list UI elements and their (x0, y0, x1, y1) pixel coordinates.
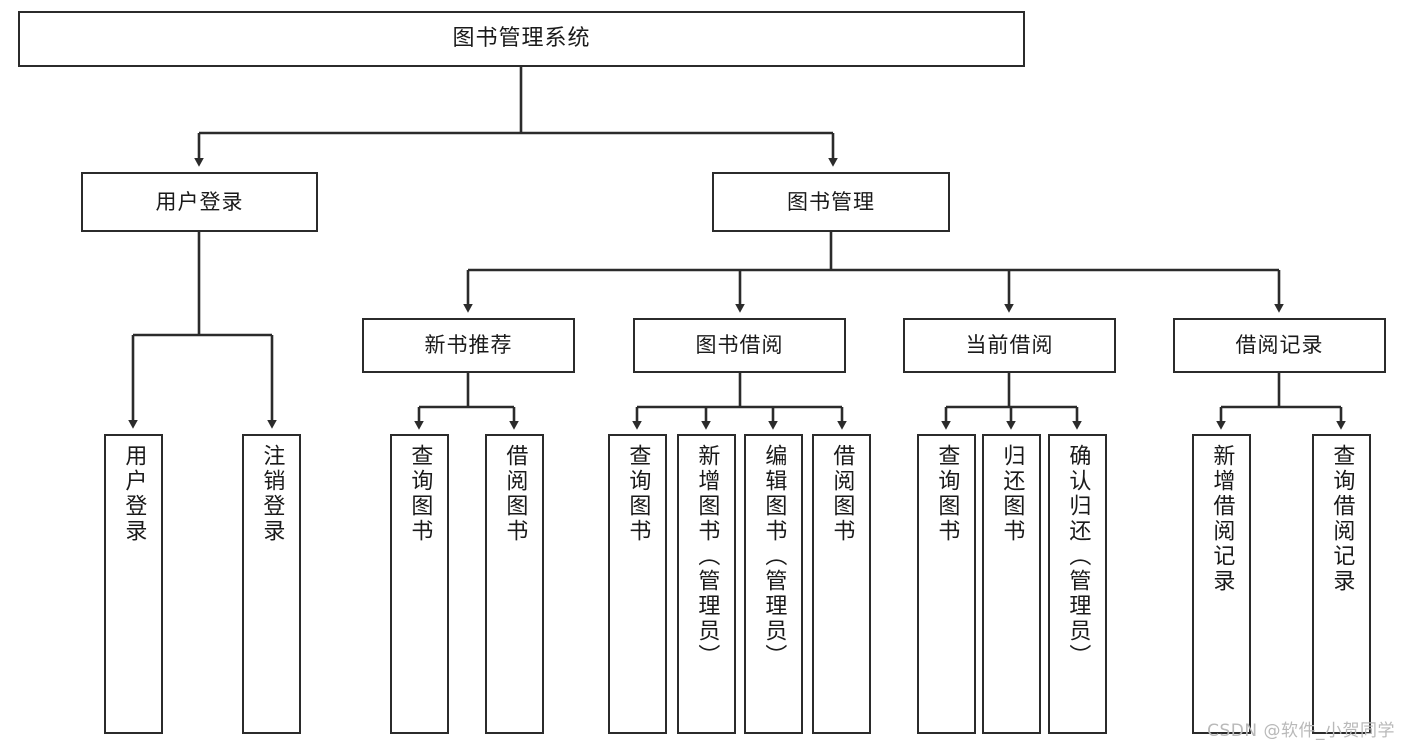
node-leaf-add-book[interactable]: 新增图书（管理员） (677, 434, 736, 734)
node-leaf-query-book-3[interactable]: 查询图书 (917, 434, 976, 734)
node-leaf-return-book[interactable]: 归还图书 (982, 434, 1041, 734)
node-label: 注销登录 (259, 444, 285, 544)
node-leaf-edit-book[interactable]: 编辑图书（管理员） (744, 434, 803, 734)
node-label: 查询图书 (934, 444, 960, 544)
node-leaf-query-record[interactable]: 查询借阅记录 (1312, 434, 1371, 734)
node-label: 编辑图书（管理员） (761, 444, 787, 669)
node-label: 查询借阅记录 (1329, 444, 1355, 594)
node-label: 图书借阅 (695, 333, 784, 358)
node-label: 确认归还（管理员） (1065, 444, 1091, 669)
node-book-manage[interactable]: 图书管理 (712, 172, 950, 232)
node-leaf-user-login[interactable]: 用户登录 (104, 434, 163, 734)
node-book-borrow[interactable]: 图书借阅 (633, 318, 846, 373)
node-label: 查询图书 (407, 444, 433, 544)
node-leaf-borrow-book-1[interactable]: 借阅图书 (485, 434, 544, 734)
node-label: 用户登录 (121, 444, 147, 544)
node-label: 新增图书（管理员） (694, 444, 720, 669)
node-label: 当前借阅 (965, 333, 1054, 358)
node-label: 新书推荐 (424, 333, 513, 358)
watermark-text: CSDN @软件_小贺同学 (1207, 721, 1395, 741)
node-leaf-logout[interactable]: 注销登录 (242, 434, 301, 734)
node-label: 归还图书 (999, 444, 1025, 544)
node-label: 图书管理系统 (452, 26, 591, 52)
node-user-login[interactable]: 用户登录 (81, 172, 318, 232)
node-borrow-record[interactable]: 借阅记录 (1173, 318, 1386, 373)
node-label: 图书管理 (787, 189, 875, 214)
node-label: 借阅图书 (829, 444, 855, 544)
node-leaf-confirm-return[interactable]: 确认归还（管理员） (1048, 434, 1107, 734)
node-label: 查询图书 (625, 444, 651, 544)
node-label: 借阅图书 (502, 444, 528, 544)
node-label: 借阅记录 (1235, 333, 1324, 358)
node-leaf-query-book-2[interactable]: 查询图书 (608, 434, 667, 734)
node-label: 用户登录 (155, 189, 244, 214)
node-leaf-borrow-book-2[interactable]: 借阅图书 (812, 434, 871, 734)
node-label: 新增借阅记录 (1209, 444, 1235, 594)
node-leaf-add-record[interactable]: 新增借阅记录 (1192, 434, 1251, 734)
node-current-borrow[interactable]: 当前借阅 (903, 318, 1116, 373)
node-root-system[interactable]: 图书管理系统 (18, 11, 1025, 67)
node-leaf-query-book-1[interactable]: 查询图书 (390, 434, 449, 734)
node-new-book-recommend[interactable]: 新书推荐 (362, 318, 575, 373)
